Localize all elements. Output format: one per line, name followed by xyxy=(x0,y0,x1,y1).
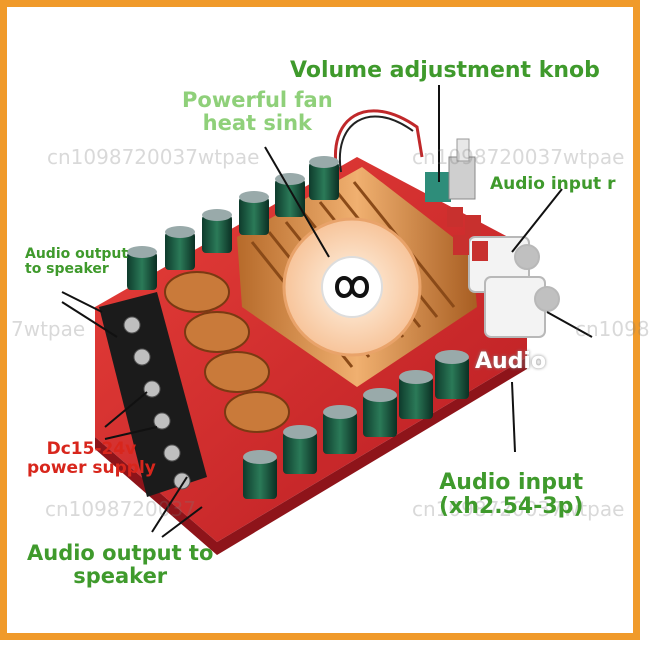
screw-terminal-block xyxy=(99,292,207,497)
label-audio-input-main-line1: Audio input xyxy=(439,470,584,495)
red-capacitor-block xyxy=(447,207,488,261)
watermark-3: 7wtpae xyxy=(11,317,86,341)
product-photo: cn1098720037wtpae cn1098720037wtpae 7wtp… xyxy=(7,7,650,647)
label-volume-knob: Volume adjustment knob xyxy=(290,58,600,83)
toroid-inductors xyxy=(164,271,290,433)
label-power-supply-line1: Dc15-24v xyxy=(46,439,137,459)
label-audio-input-main: Audio input (xh2.54-3p) xyxy=(439,470,584,520)
label-audio-input-r: Audio input r xyxy=(490,174,616,194)
capacitors xyxy=(127,156,469,499)
label-audio-input-main-line2: (xh2.54-3p) xyxy=(439,494,584,520)
volume-potentiometer xyxy=(425,138,476,202)
label-fan-heat-sink: Powerful fan heat sink xyxy=(182,88,333,136)
label-fan-heat-sink-line2: heat sink xyxy=(202,111,312,136)
watermark-5: cn1098720037 xyxy=(45,497,196,521)
watermark-4: cn1098 xyxy=(575,317,650,341)
watermark-2: cn1098720037wtpae xyxy=(412,145,625,169)
label-audio-output-bottom: Audio output to speaker xyxy=(27,541,214,589)
label-audio-output-top-line2: to speaker xyxy=(25,261,109,278)
watermark-1: cn1098720037wtpae xyxy=(47,145,260,169)
label-power-supply-line2: power supply xyxy=(27,457,156,478)
label-audio-overlay: Audio xyxy=(475,349,547,374)
amplifier-board-illustration xyxy=(61,85,593,555)
fan-wire xyxy=(334,109,424,173)
label-audio-output-top-line1: Audio output xyxy=(25,246,129,262)
cooling-fan xyxy=(282,217,422,357)
label-audio-output-bottom-line1: Audio output to xyxy=(27,541,214,565)
label-power-supply: Dc15-24v power supply xyxy=(27,440,156,477)
label-fan-heat-sink-line1: Powerful fan xyxy=(182,88,333,112)
label-audio-output-bottom-line2: speaker xyxy=(73,564,168,589)
label-audio-output-top: Audio output to speaker xyxy=(25,246,129,278)
watermark-6: cn1098720037wtpae xyxy=(412,497,625,521)
